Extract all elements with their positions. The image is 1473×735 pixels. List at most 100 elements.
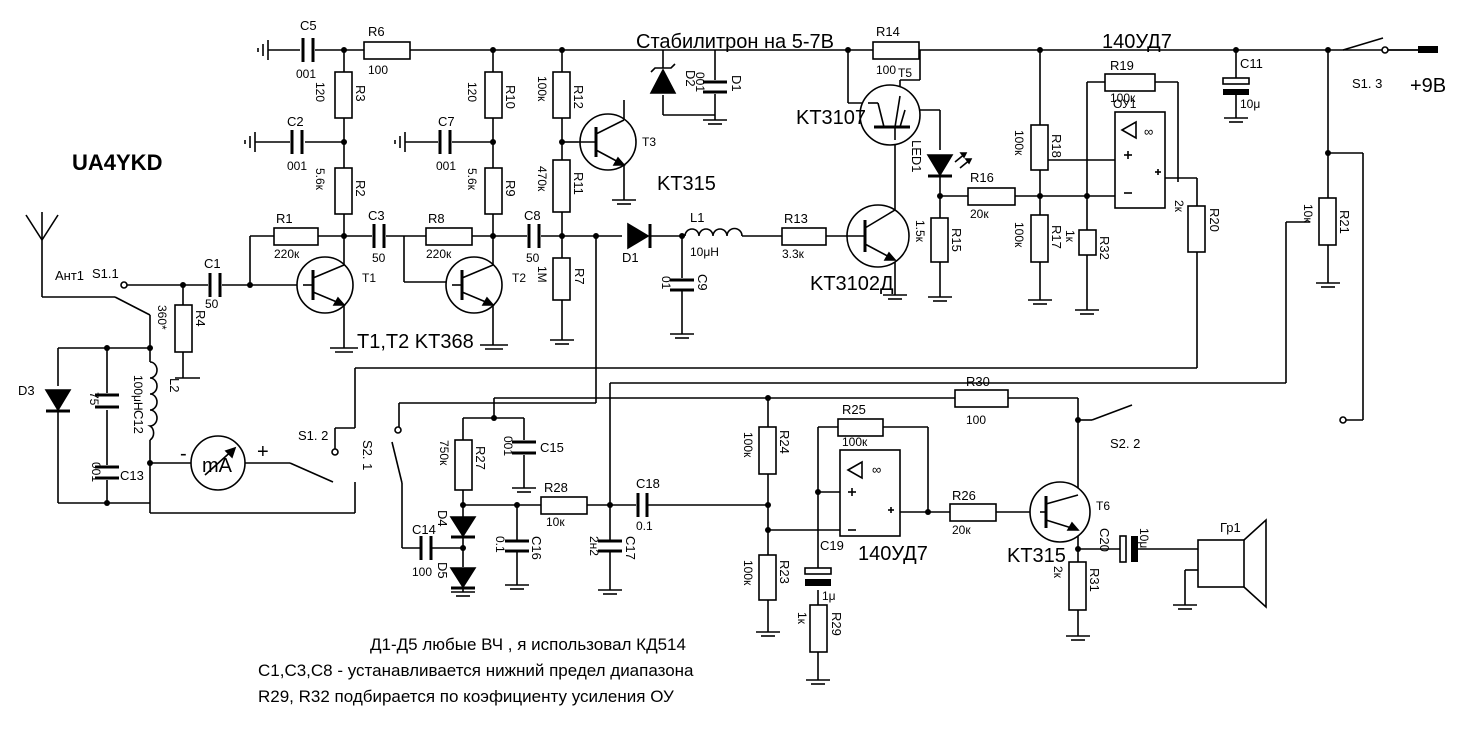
t6-label: KT315	[1007, 545, 1066, 567]
opamp-top-label: 140УД7	[1102, 31, 1172, 53]
ref-c18: C18	[636, 476, 660, 491]
transistor-t5	[859, 84, 921, 146]
ref-r9: R9	[503, 180, 518, 197]
ref-r10: R10	[503, 85, 518, 109]
svg-text:∞: ∞	[872, 462, 881, 477]
resistor-r14	[872, 41, 920, 60]
resistor-r23	[758, 554, 777, 601]
antenna-symbol	[25, 212, 59, 241]
resistor-r25	[837, 418, 884, 437]
val-r31: 2к	[1051, 566, 1065, 579]
val-c14: 100	[412, 565, 432, 579]
meter-label: mA	[202, 455, 233, 477]
grounds	[175, 40, 1340, 685]
resistor-r29	[809, 604, 828, 653]
resistor-r17	[1030, 214, 1049, 263]
ref-r32: R32	[1097, 236, 1112, 260]
val-c13: 001	[89, 462, 103, 482]
val-c16: 0.1	[493, 536, 507, 553]
val-r27: 750к	[437, 440, 451, 466]
resistor-r12	[552, 71, 571, 119]
ref-c11: C11	[1240, 56, 1263, 71]
val-r12: 100к	[535, 76, 549, 102]
opamps: ∞ ∞	[839, 111, 1166, 537]
ref-r14: R14	[876, 24, 900, 39]
ref-c10: D1	[729, 75, 744, 92]
milliammeter	[190, 435, 246, 491]
val-c8: 50	[526, 251, 540, 265]
switch-s13: S1. 3	[1352, 76, 1382, 91]
ref-r3: R3	[353, 85, 368, 102]
ref-l1: L1	[690, 210, 704, 225]
ref-c14: C14	[412, 522, 436, 537]
resistor-r7	[552, 257, 571, 301]
ref-c2: C2	[287, 114, 304, 129]
val-c17: 2н2	[587, 536, 601, 556]
ref-r16: R16	[970, 170, 994, 185]
ref-r26: R26	[952, 488, 976, 503]
val-c1: 50	[205, 297, 219, 311]
pin-t1: T1	[362, 271, 376, 285]
ref-d3: D3	[18, 383, 35, 398]
opamp-bottom	[839, 449, 901, 537]
val-r18: 100к	[1012, 130, 1026, 156]
ref-r2: R2	[353, 180, 368, 197]
val-c7: 001	[436, 159, 456, 173]
ref-r30: R30	[966, 374, 990, 389]
resistor-r30	[954, 389, 1009, 408]
pin-t3: T3	[642, 135, 656, 149]
ref-l2: L2	[167, 378, 182, 392]
val-r25: 100к	[842, 435, 868, 449]
note-line3: R29, R32 подбирается по коэфициенту усил…	[258, 687, 674, 706]
ref-c19: C19	[820, 538, 844, 553]
val-r30: 100	[966, 413, 986, 427]
led-label: LED1	[909, 140, 924, 173]
val-r3: 120	[313, 82, 327, 102]
val-c20: 10μ	[1137, 528, 1151, 548]
ref-c17: C17	[623, 536, 638, 560]
resistor-r11	[552, 159, 571, 213]
ref-c1: C1	[204, 256, 221, 271]
speaker-label: Гр1	[1220, 520, 1241, 535]
val-r2: 5.6к	[313, 168, 327, 191]
val-c9: 01	[659, 276, 673, 290]
resistor-r6	[363, 41, 411, 60]
inductor-l2	[147, 361, 158, 441]
val-c12: 75	[87, 392, 101, 406]
ref-r4: R4	[193, 310, 208, 327]
val-r32: 1к	[1063, 230, 1077, 243]
junction-dots	[104, 47, 1331, 552]
ref-c9: C9	[695, 274, 710, 291]
val-c10: 001	[693, 72, 707, 92]
val-r19: 100к	[1110, 91, 1136, 105]
resistor-r3	[334, 71, 353, 119]
schematic-title: UA4YKD	[72, 150, 162, 175]
t5-label: KT3107	[796, 107, 866, 129]
val-r6: 100	[368, 63, 388, 77]
ref-d2: D2	[683, 70, 698, 87]
val-r15: 1.5к	[913, 220, 927, 243]
transistors	[296, 84, 1091, 543]
svg-text:∞: ∞	[1144, 124, 1153, 139]
val-r26: 20к	[952, 523, 971, 537]
val-c3: 50	[372, 251, 386, 265]
val-l2: 100μH	[131, 375, 145, 411]
val-c15: 001	[501, 436, 515, 456]
ref-c16: C16	[529, 536, 544, 560]
switch-s22: S2. 2	[1110, 436, 1140, 451]
inductor-l1	[684, 227, 743, 237]
labels: UA4YKD Стабилитрон на 5-7В 140УД7 140УД7…	[18, 18, 1446, 706]
resistor-r31	[1068, 561, 1087, 611]
led-led1	[926, 154, 954, 177]
ref-c13: C13	[120, 468, 144, 483]
resistor-r16	[967, 187, 1016, 206]
transistor-t6	[1029, 481, 1091, 543]
opamp-top	[1114, 111, 1166, 209]
val-c11: 10μ	[1240, 97, 1260, 111]
ref-r23: R23	[777, 560, 792, 584]
ref-r11: R11	[571, 172, 586, 195]
ref-r29: R29	[829, 612, 844, 636]
resistor-r13	[781, 227, 827, 246]
resistor-r24	[758, 426, 777, 475]
